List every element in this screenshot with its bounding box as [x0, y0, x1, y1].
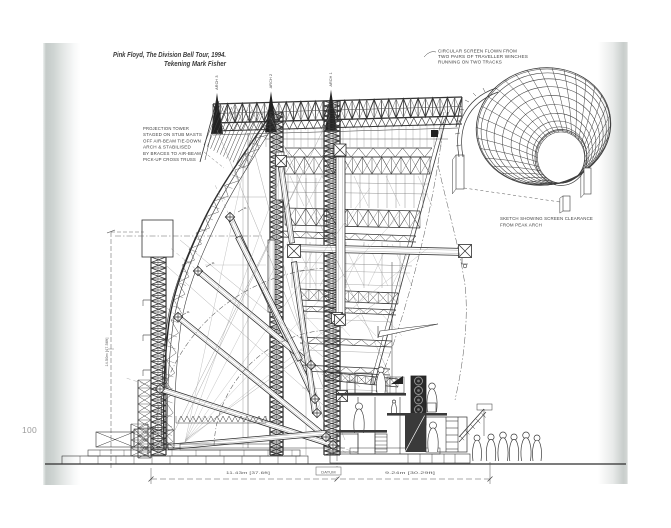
svg-text:STAGED ON STUB MASTS: STAGED ON STUB MASTS	[143, 132, 202, 137]
svg-text:11: 11	[212, 261, 216, 265]
svg-text:BY BRACES TO AIR-BEAM: BY BRACES TO AIR-BEAM	[143, 151, 201, 156]
svg-text:PICK-UP CROSS TRUSS: PICK-UP CROSS TRUSS	[143, 157, 196, 162]
svg-text:14.50m [47.56ft]: 14.50m [47.56ft]	[105, 337, 109, 366]
svg-text:SKETCH SHOWING SCREEN CLEARANC: SKETCH SHOWING SCREEN CLEARANCE	[500, 216, 593, 221]
svg-text:9.24m [30.29ft]: 9.24m [30.29ft]	[385, 470, 435, 475]
svg-text:RUNNING ON TWO TRACKS: RUNNING ON TWO TRACKS	[438, 60, 502, 65]
svg-text:DATUM: DATUM	[321, 470, 335, 475]
svg-text:PROJECTION TOWER: PROJECTION TOWER	[143, 126, 189, 131]
svg-text:11: 11	[187, 310, 191, 314]
svg-text:Tekening Mark Fisher: Tekening Mark Fisher	[164, 59, 227, 68]
svg-text:ARCH 3: ARCH 3	[215, 75, 219, 90]
svg-text:TWO PAIRS OF TRAVELLER WINCHES: TWO PAIRS OF TRAVELLER WINCHES	[438, 54, 528, 59]
svg-text:ARCH 1: ARCH 1	[329, 72, 333, 87]
svg-text:11: 11	[244, 206, 248, 210]
svg-text:FROM PEAK ARCH: FROM PEAK ARCH	[500, 223, 542, 228]
svg-text:11.43m [37.6ft]: 11.43m [37.6ft]	[226, 470, 270, 475]
svg-text:CIRCULAR SCREEN FLOWN FROM: CIRCULAR SCREEN FLOWN FROM	[438, 49, 517, 54]
svg-text:100: 100	[22, 425, 37, 435]
svg-text:ARCH & STABILISED: ARCH & STABILISED	[143, 145, 191, 150]
svg-text:ARCH 2: ARCH 2	[269, 74, 273, 89]
svg-text:Pink Floyd, The Division Bell: Pink Floyd, The Division Bell Tour, 1994…	[113, 50, 226, 59]
svg-text:OFF AIR-BEAM TIE-DOWN: OFF AIR-BEAM TIE-DOWN	[143, 138, 201, 143]
